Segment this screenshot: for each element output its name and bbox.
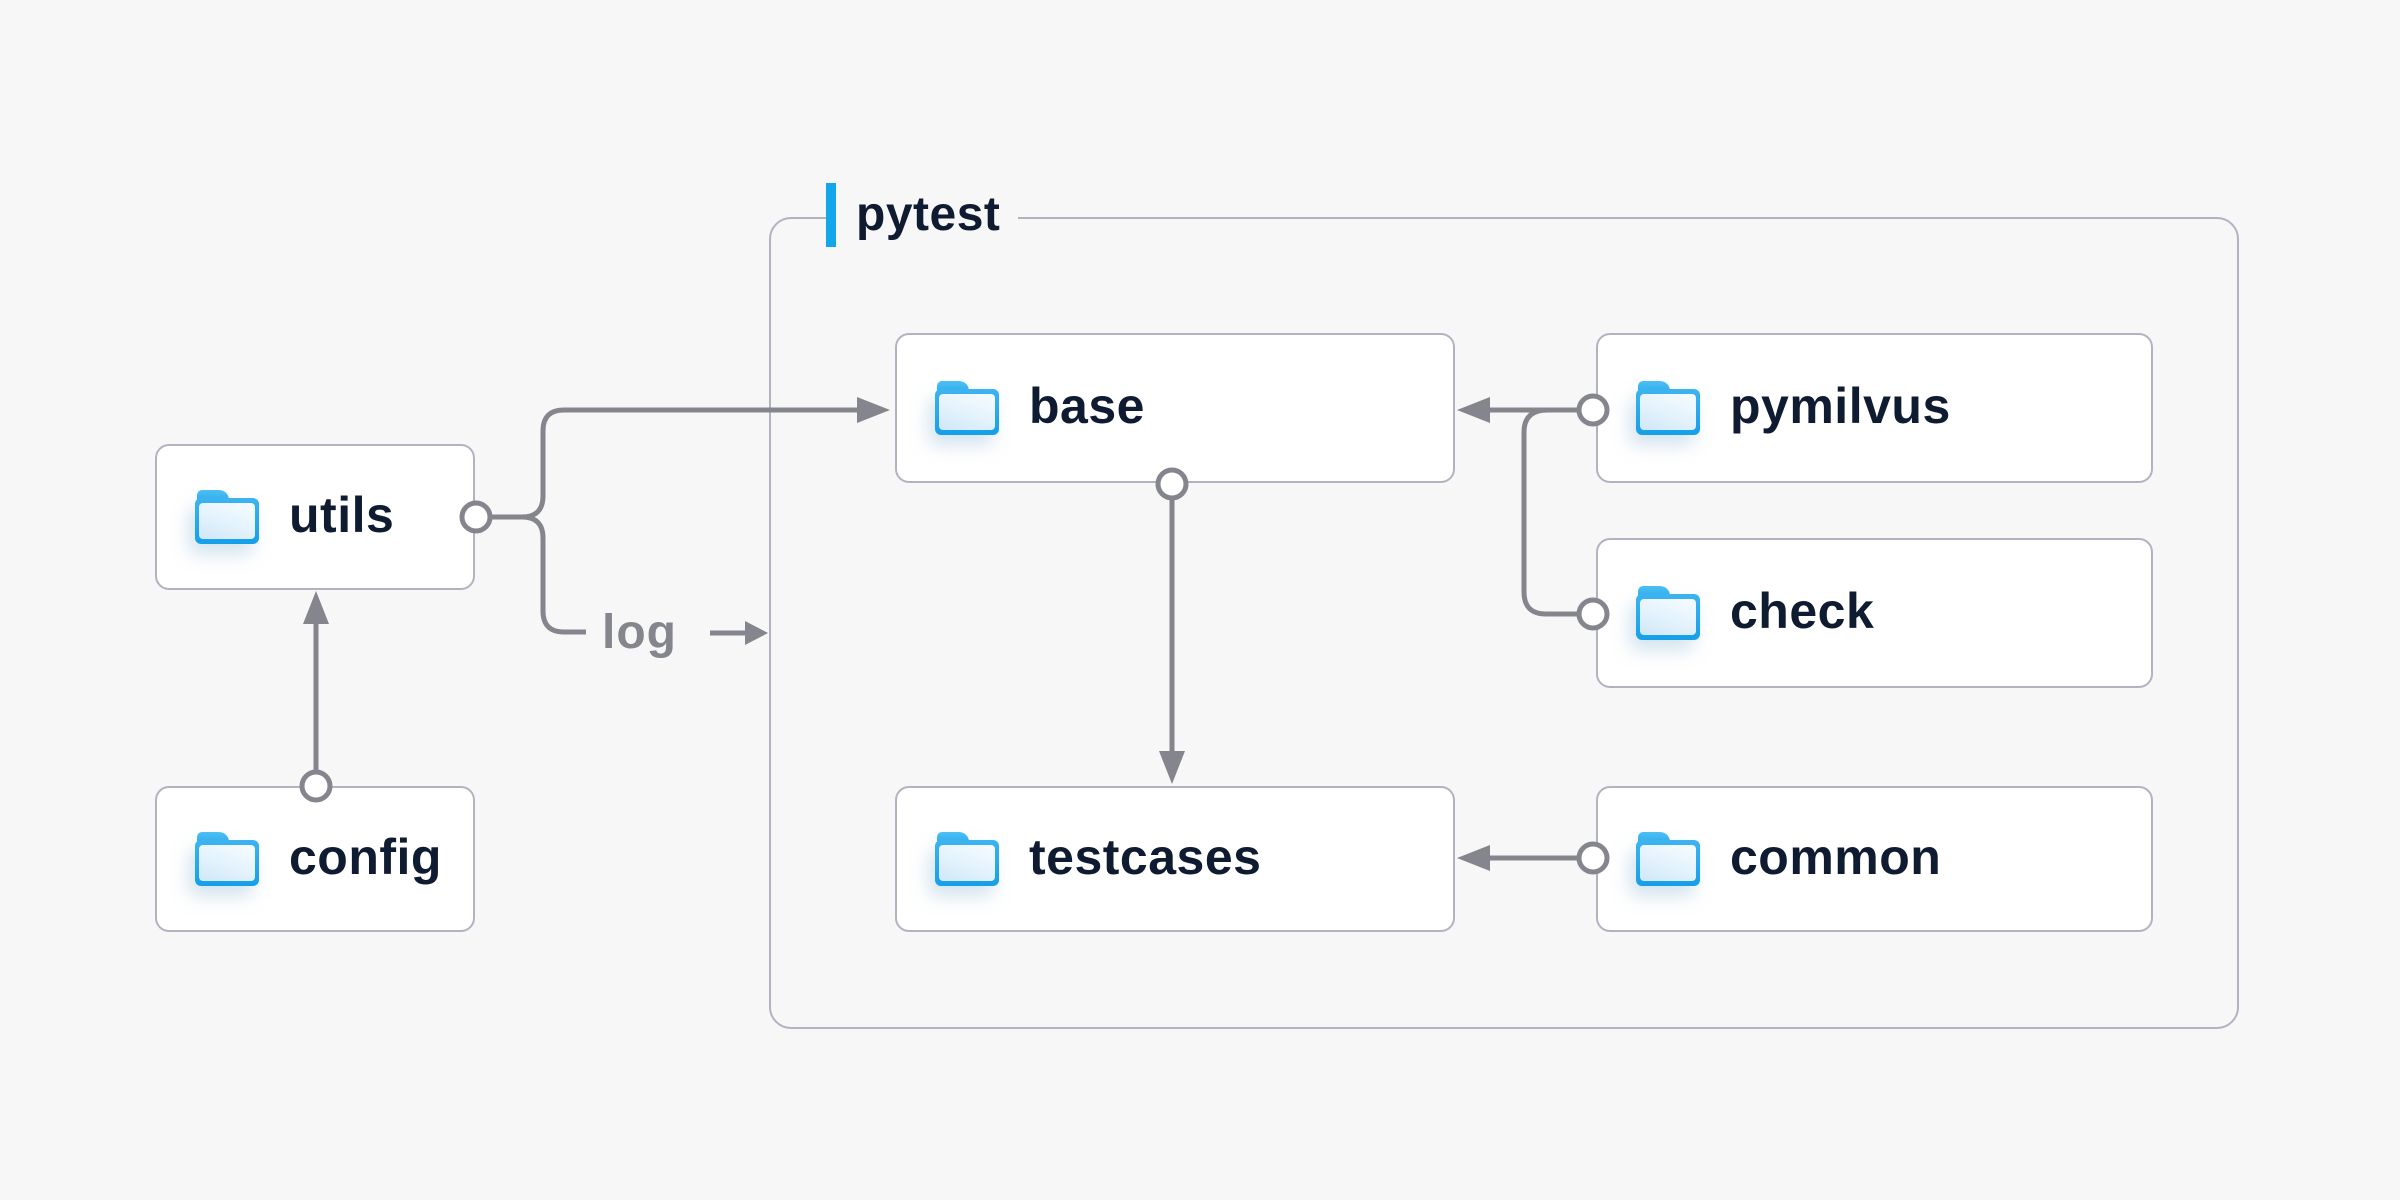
log-edge-label: log xyxy=(602,606,677,659)
node-label: base xyxy=(1029,378,1145,434)
folder-icon xyxy=(935,832,999,886)
node-check: check xyxy=(1596,538,2153,688)
folder-icon xyxy=(1636,832,1700,886)
node-label: pymilvus xyxy=(1730,378,1951,434)
node-label: config xyxy=(289,829,442,885)
node-base: base xyxy=(895,333,1455,483)
arrow-up-icon xyxy=(303,591,329,624)
folder-icon xyxy=(1636,381,1700,435)
node-utils: utils xyxy=(155,444,475,590)
folder-icon xyxy=(195,490,259,544)
node-label: testcases xyxy=(1029,829,1262,885)
pytest-group-frame xyxy=(769,217,2239,1029)
edge-config-to-utils xyxy=(299,591,333,803)
folder-icon xyxy=(1636,586,1700,640)
accent-bar-icon xyxy=(826,183,836,247)
log-arrow-icon xyxy=(710,621,768,645)
node-label: utils xyxy=(289,487,395,543)
node-common: common xyxy=(1596,786,2153,932)
folder-icon xyxy=(195,832,259,886)
node-label: common xyxy=(1730,829,1942,885)
node-pymilvus: pymilvus xyxy=(1596,333,2153,483)
group-title: pytest xyxy=(856,188,1001,241)
pytest-group-label: pytest xyxy=(826,183,1019,247)
node-config: config xyxy=(155,786,475,932)
node-testcases: testcases xyxy=(895,786,1455,932)
node-label: check xyxy=(1730,583,1875,639)
folder-icon xyxy=(935,381,999,435)
